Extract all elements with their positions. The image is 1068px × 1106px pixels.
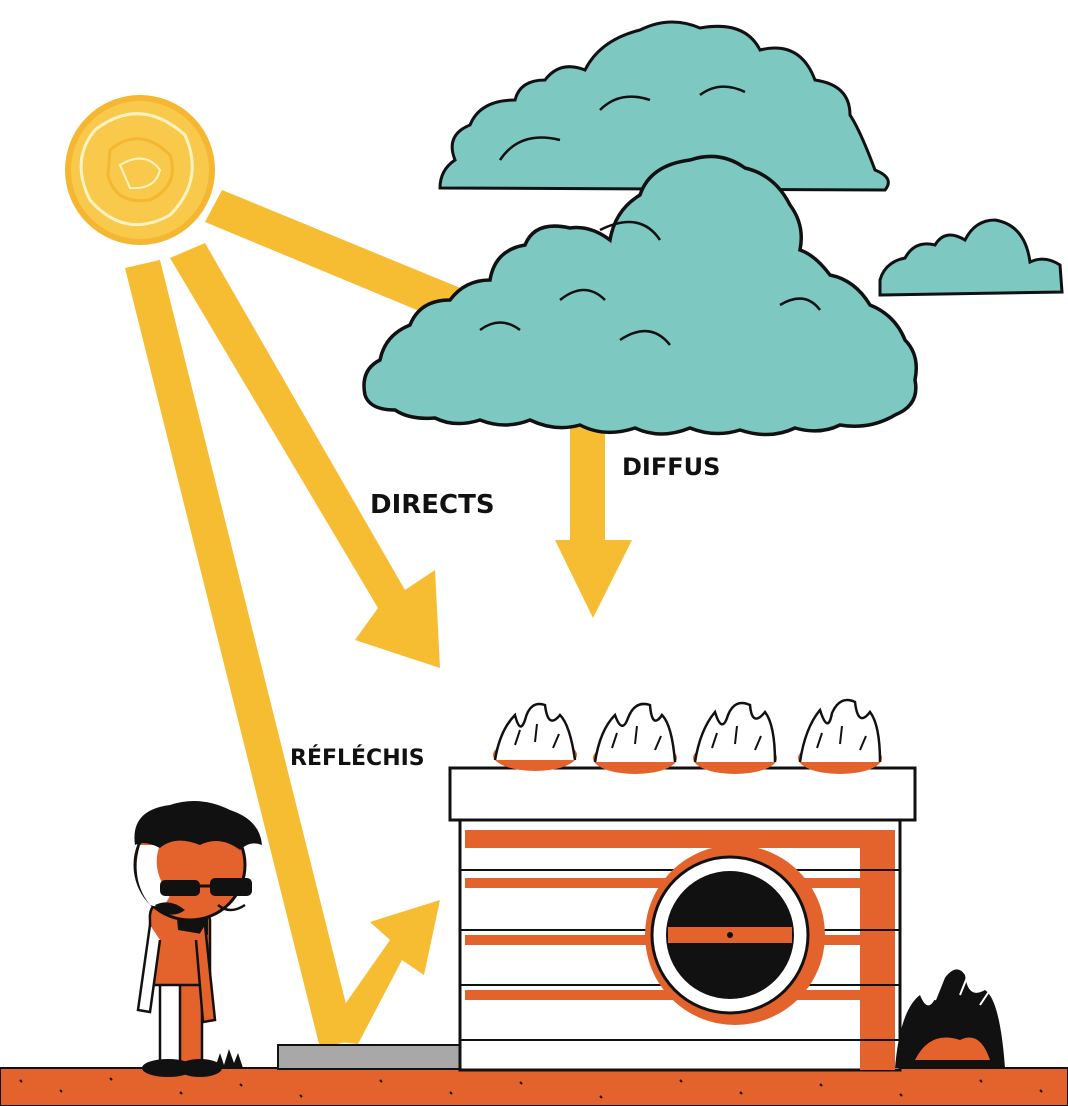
cloud-icon-right [880, 220, 1062, 295]
diffuse-ray-arrow [555, 420, 632, 618]
plant-icon-bush [895, 969, 1005, 1068]
plant-icon-roof-3 [693, 703, 777, 774]
label-direct: DIRECTS [370, 490, 495, 520]
reflective-slab [278, 1045, 466, 1069]
cloud-icon-top [440, 22, 888, 190]
label-reflected: RÉFLÉCHIS [290, 745, 425, 771]
label-diffuse: DIFFUS [622, 453, 720, 481]
plant-icon-roof-4 [798, 700, 882, 774]
sun-icon [68, 98, 212, 242]
plant-icon-roof-2 [593, 704, 677, 774]
house-icon [450, 768, 915, 1070]
person-icon [134, 801, 262, 1077]
plant-icon-roof-1 [493, 704, 577, 771]
